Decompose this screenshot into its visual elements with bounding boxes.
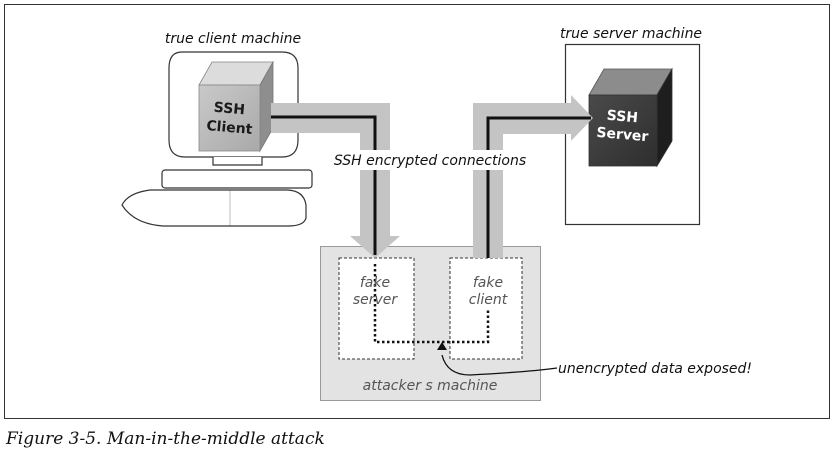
ssh-client-label-line1: SSH [213, 100, 246, 119]
figure-caption: Figure 3-5. Man-in-the-middle attack [5, 429, 325, 449]
attacker-machine-label: attacker s machine [363, 378, 498, 394]
exposed-arrow [437, 342, 558, 376]
encrypted-pipe-right [473, 95, 593, 258]
unencrypted-exposed-label: unencrypted data exposed! [558, 361, 752, 377]
client-machine-label: true client machine [165, 31, 301, 47]
fake-server-label-line2: server [353, 292, 399, 308]
fake-client-box [449, 257, 523, 360]
ssh-server-cube [588, 67, 673, 168]
encrypted-pipe-left [271, 103, 400, 258]
fake-client-label-line1: fake [473, 275, 503, 291]
fake-server-box [338, 257, 415, 360]
ssh-client-cube [198, 60, 274, 153]
server-machine-label: true server machine [560, 26, 702, 42]
unencrypted-path [373, 264, 490, 344]
ssh-client-label-line2: Client [206, 118, 254, 138]
fake-client-label-line2: client [469, 292, 508, 308]
ssh-server-label-line1: SSH [606, 108, 639, 127]
encrypted-connections-label: SSH encrypted connections [334, 153, 526, 169]
ssh-server-label-line2: Server [596, 125, 649, 145]
fake-server-label-line1: fake [360, 275, 390, 291]
